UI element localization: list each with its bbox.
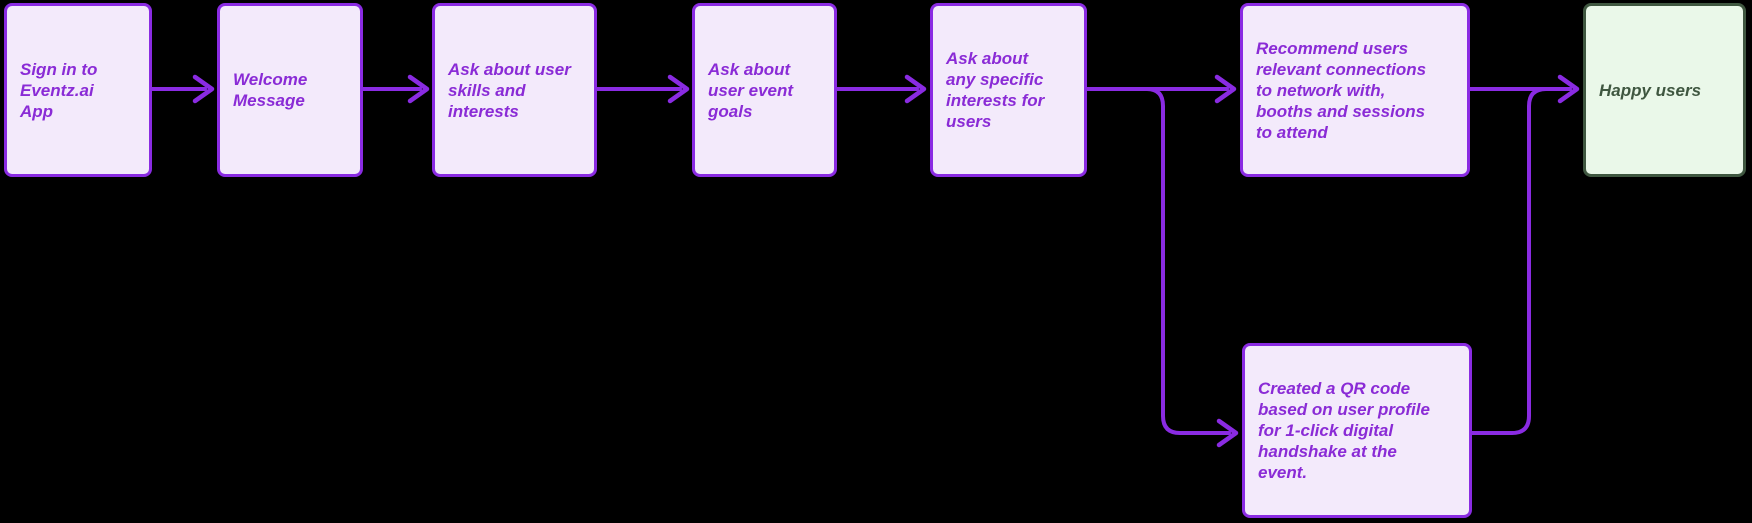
edge-skills-goals bbox=[595, 74, 690, 104]
node-welcome-message-label: Welcome Message bbox=[233, 70, 308, 110]
node-signin-label: Sign in to Eventz.ai App bbox=[20, 59, 98, 121]
node-recommend: Recommend users relevant connections to … bbox=[1240, 3, 1470, 177]
node-ask-goals-label: Ask about user event goals bbox=[708, 59, 794, 121]
node-qr-code: Created a QR code based on user profile … bbox=[1242, 343, 1472, 518]
node-ask-interests-label: Ask about any specific interests for use… bbox=[946, 49, 1045, 131]
node-qr-code-label: Created a QR code based on user profile … bbox=[1258, 379, 1430, 482]
node-ask-goals: Ask about user event goals bbox=[692, 3, 837, 177]
node-ask-skills: Ask about user skills and interests bbox=[432, 3, 597, 177]
node-happy-users: Happy users bbox=[1583, 3, 1746, 177]
node-signin: Sign in to Eventz.ai App bbox=[4, 3, 152, 177]
edge-goals-interests bbox=[835, 74, 927, 104]
node-ask-skills-label: Ask about user skills and interests bbox=[448, 59, 571, 121]
edge-signin-welcome bbox=[150, 74, 215, 104]
node-happy-users-label: Happy users bbox=[1599, 80, 1702, 100]
node-recommend-label: Recommend users relevant connections to … bbox=[1256, 38, 1427, 142]
edge-recommend-happy bbox=[1468, 74, 1580, 104]
node-ask-interests: Ask about any specific interests for use… bbox=[930, 3, 1087, 177]
edge-qr-happy bbox=[1470, 87, 1562, 435]
edge-interests-recommend bbox=[1085, 74, 1237, 104]
node-welcome-message: Welcome Message bbox=[217, 3, 363, 177]
edge-welcome-skills bbox=[361, 74, 430, 104]
edge-interests-qr bbox=[1145, 87, 1239, 448]
